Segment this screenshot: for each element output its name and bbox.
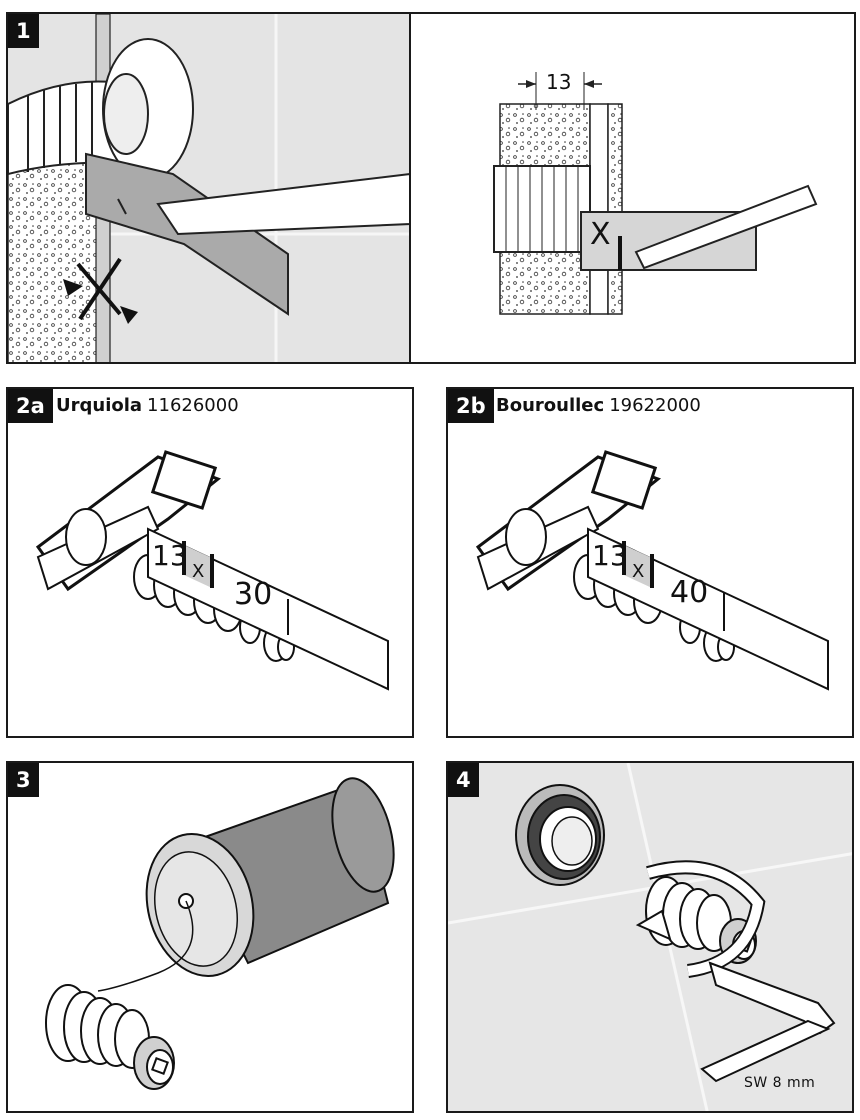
ruler-left-label: 13 [152, 539, 188, 572]
cross-section-drawing [493, 72, 818, 315]
adapter-drawing [45, 984, 175, 1090]
tool-size-label: SW 8 mm [744, 1075, 816, 1091]
escutcheon-drawing [515, 784, 605, 886]
product-code: 11626000 [147, 395, 239, 416]
hex-key-drawing [700, 961, 836, 1083]
marker-x-label: X [590, 217, 611, 252]
step-badge: 4 [448, 763, 479, 797]
step-3-panel: 3 [6, 761, 414, 1113]
ruler-mark-label: X [632, 561, 645, 582]
cylinder-drawing [145, 777, 395, 977]
ruler-mark-label: X [192, 561, 205, 582]
product-model: Bouroullec [496, 395, 605, 416]
saw-cut-illustration [475, 450, 829, 691]
product-model: Urquiola [56, 395, 143, 416]
cutting-tool-drawing [85, 152, 411, 316]
step-badge: 2a [8, 389, 53, 423]
step-4-panel: 4 SW 8 mm [446, 761, 854, 1113]
step-badge: 1 [8, 14, 39, 48]
product-code: 19622000 [609, 395, 701, 416]
rotation-arrow-icon [635, 909, 672, 941]
step-1-panel: 1 [6, 12, 856, 364]
ruler-right-label: 40 [670, 575, 709, 610]
step-1-illustration [8, 14, 818, 362]
ruler-right-label: 30 [234, 577, 273, 612]
dimension-label: 13 [546, 70, 572, 94]
step-badge: 2b [448, 389, 494, 423]
install-illustration [448, 763, 852, 1111]
pipe-drawing [8, 38, 194, 180]
step-badge: 3 [8, 763, 39, 797]
ruler-left-label: 13 [592, 539, 628, 572]
cap-and-adapter-illustration [45, 777, 395, 1090]
saw-cut-illustration [35, 450, 389, 691]
